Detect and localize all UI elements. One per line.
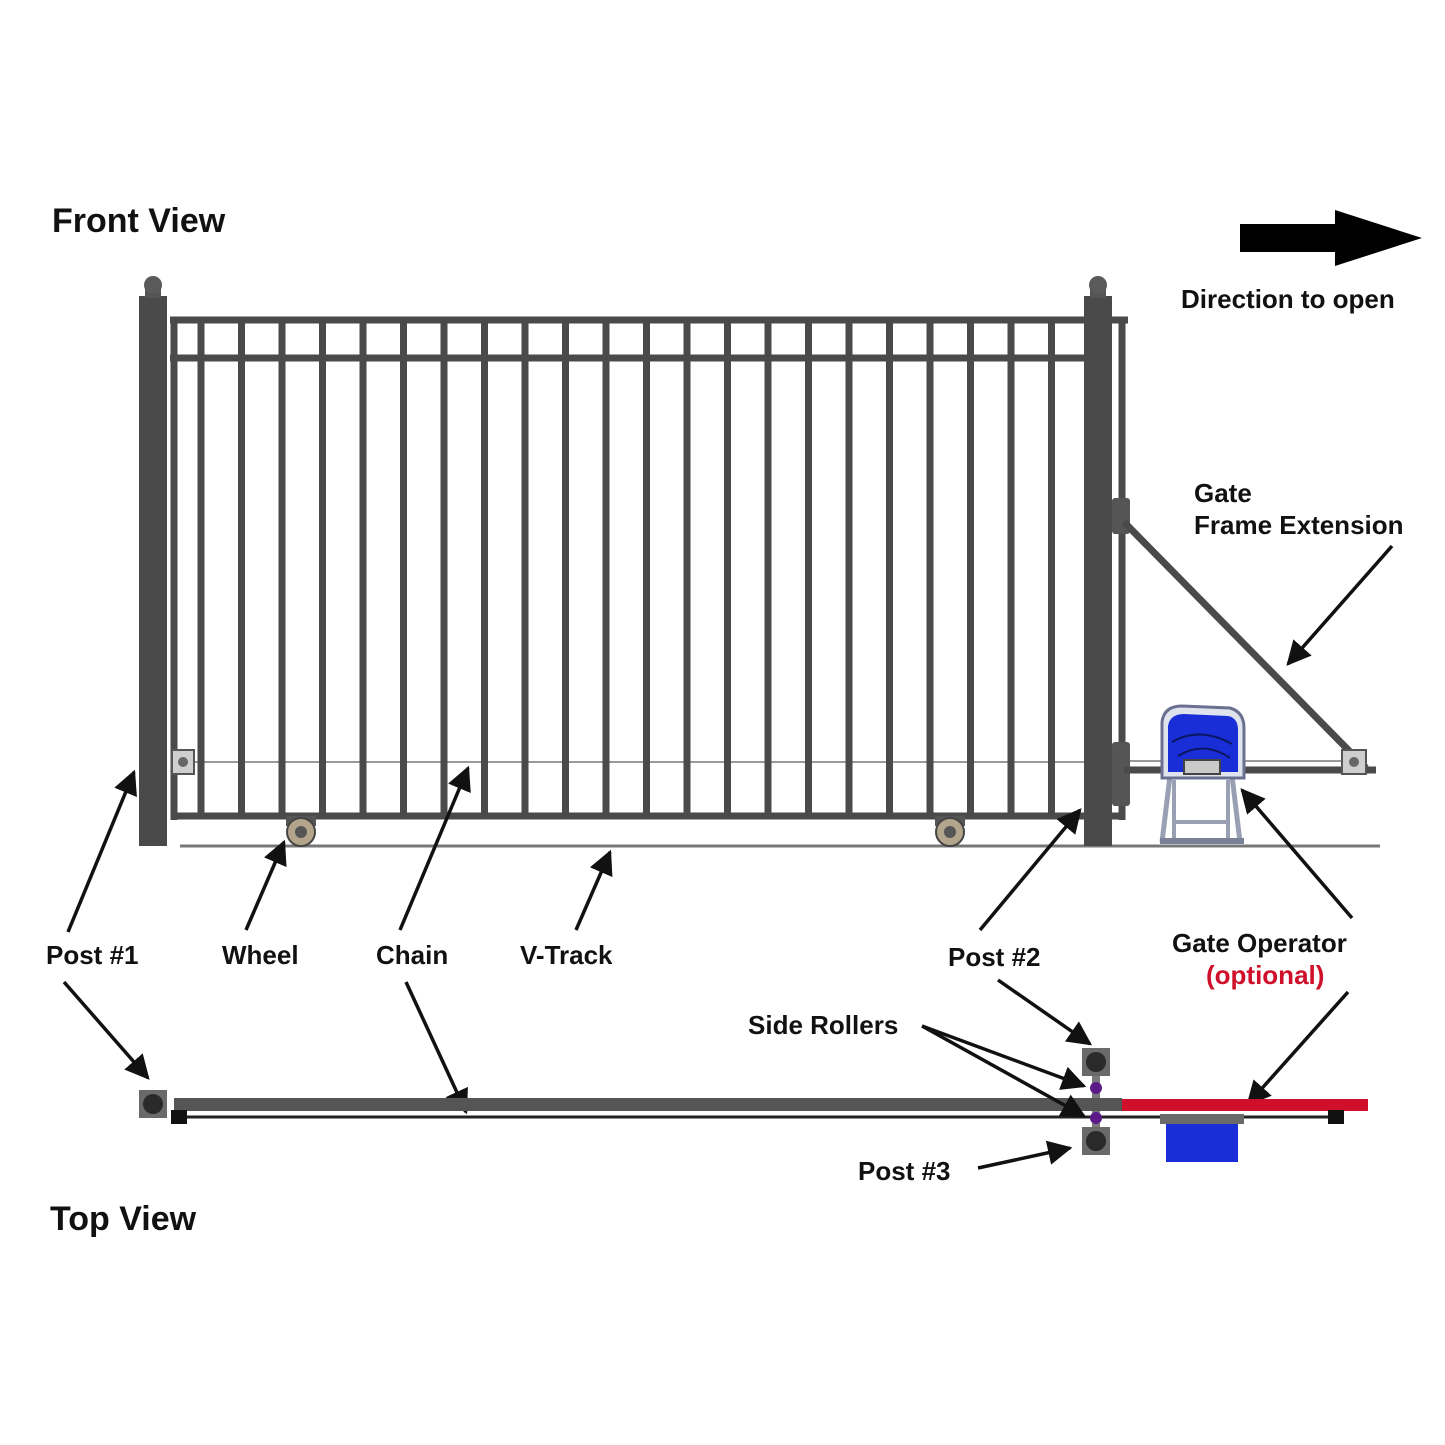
arrow-side-roller-upper: [921, 1024, 1087, 1090]
chain-label: Chain: [376, 940, 448, 970]
arrow-post-1-top: [62, 980, 150, 1080]
post-1-top: [139, 1090, 167, 1118]
gate-operator-front: [1159, 704, 1246, 844]
side-rollers-label: Side Rollers: [748, 1010, 898, 1040]
post-3-label: Post #3: [858, 1156, 951, 1186]
direction-label: Direction to open: [1181, 284, 1395, 314]
wheel-label: Wheel: [222, 940, 299, 970]
frame-extension-top: [1122, 1099, 1368, 1111]
wheel-left: [286, 816, 316, 847]
post-3-top: [1082, 1127, 1110, 1155]
extension-bracket: [1341, 749, 1367, 775]
arrow-post-2-top: [997, 978, 1093, 1046]
latch-bracket: [171, 749, 195, 775]
arrow-v-track: [574, 849, 613, 931]
gate-top-view: [139, 1048, 1368, 1162]
arrow-side-roller-lower: [921, 1024, 1087, 1118]
wheel-right: [935, 816, 965, 847]
post-1-front: [139, 276, 167, 846]
arrow-gate-operator-top: [1246, 990, 1350, 1106]
gate-frame-extension-label-2: Frame Extension: [1194, 510, 1404, 540]
arrow-post-3: [977, 1140, 1073, 1170]
side-rollers-top: [1090, 1076, 1102, 1127]
post-1-label: Post #1: [46, 940, 139, 970]
front-view-title: Front View: [52, 202, 226, 240]
post-2-front: [1084, 276, 1112, 846]
post-2-top: [1082, 1048, 1110, 1076]
gate-frame-extension-label-1: Gate: [1194, 478, 1252, 508]
post-2-label: Post #2: [948, 942, 1041, 972]
top-view-title: Top View: [50, 1200, 197, 1238]
arrow-gate-frame-extension: [1286, 544, 1394, 666]
arrow-wheel: [244, 839, 287, 931]
arrow-post-1-front: [66, 769, 137, 933]
gate-front-view: [139, 276, 1380, 848]
v-track-label: V-Track: [520, 940, 613, 970]
gate-bar-top: [174, 1098, 1122, 1111]
gate-operator-top: [1160, 1114, 1244, 1162]
arrow-post-2-front: [978, 808, 1082, 932]
arrow-gate-operator-front: [1240, 788, 1354, 920]
gate-operator-label: Gate Operator: [1172, 928, 1347, 958]
gate-pickets: [197, 318, 1055, 818]
arrow-chain-top: [404, 981, 468, 1115]
arrow-chain-front: [398, 765, 471, 931]
gate-operator-optional-label: (optional): [1206, 960, 1324, 990]
arrow-right-icon: [1240, 210, 1422, 266]
